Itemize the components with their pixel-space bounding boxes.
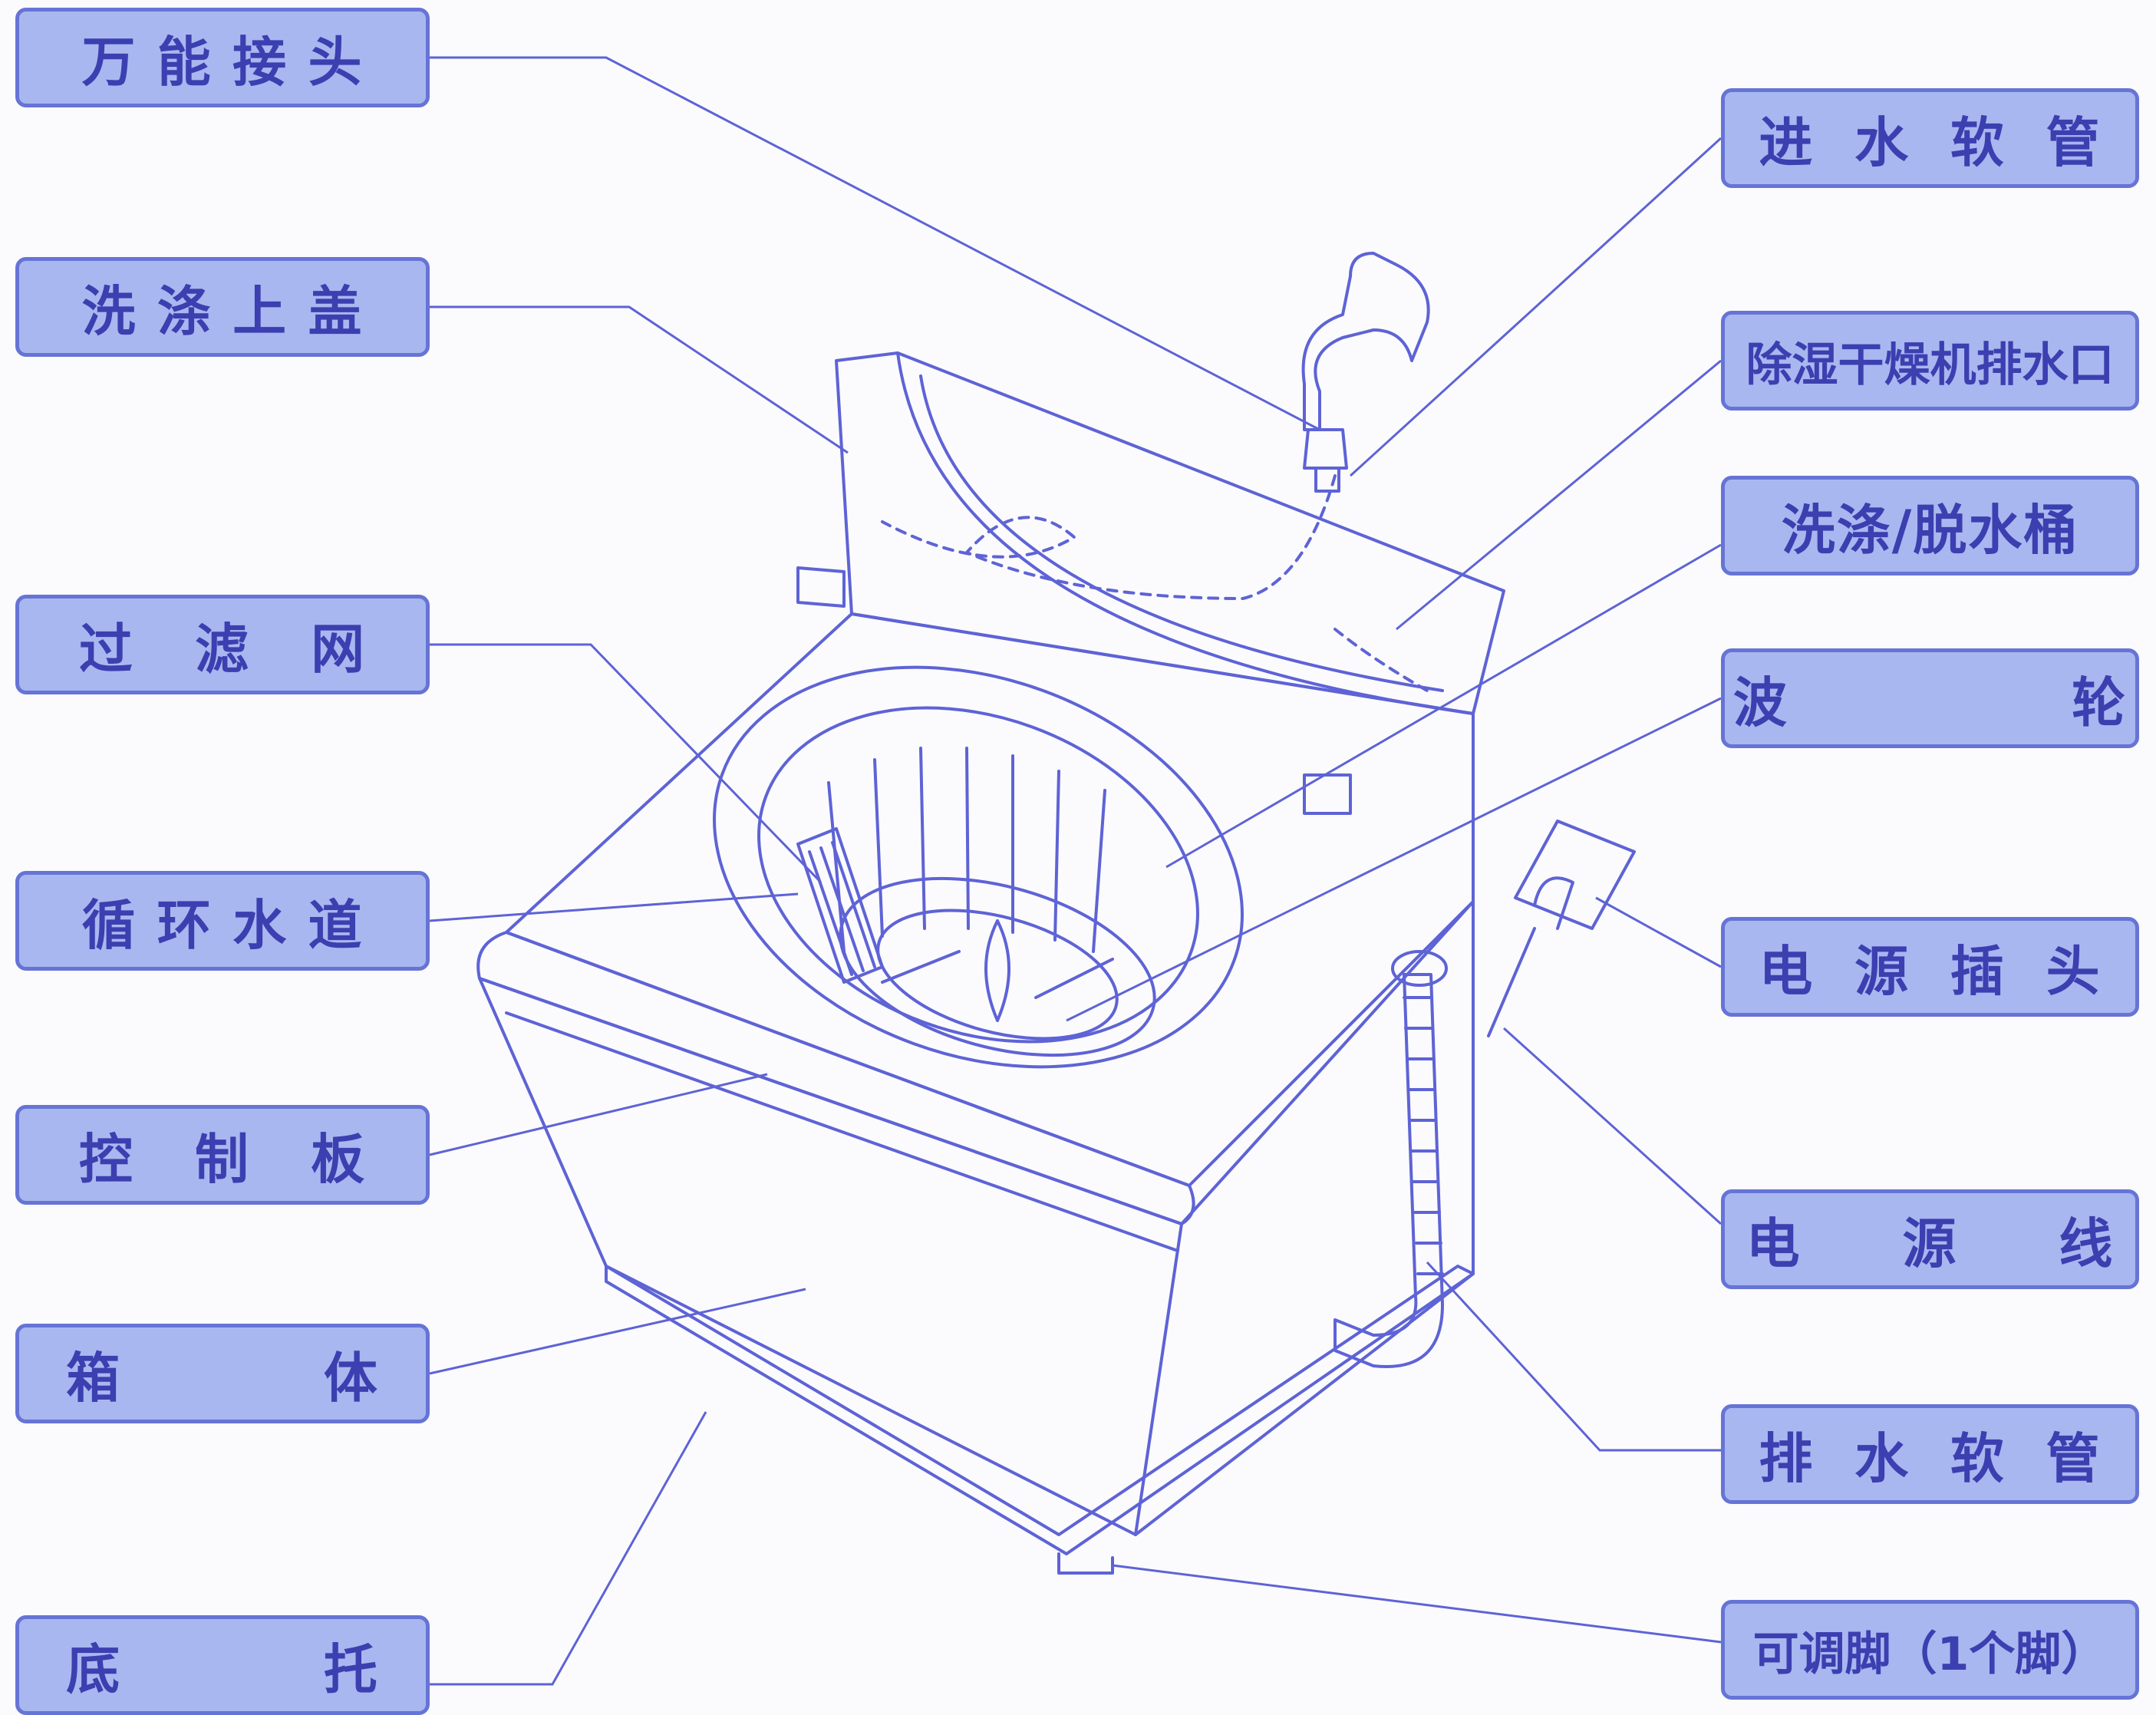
leader-line-power-cord xyxy=(1502,1027,1722,1225)
leader-line-circulation xyxy=(429,892,799,922)
label-cabinet: 箱 体 xyxy=(15,1324,430,1423)
label-power-plug: 电 源 插 头 xyxy=(1721,917,2139,1017)
label-power-cord: 电 源 线 xyxy=(1721,1189,2139,1289)
label-wash-drum: 洗涤/脱水桶 xyxy=(1721,476,2139,576)
label-drain-hose: 排 水 软 管 xyxy=(1721,1404,2139,1504)
leader-line-drain-hose xyxy=(1426,1261,1721,1452)
leader-line-pulsator xyxy=(1066,697,1722,1022)
label-inlet-hose: 进 水 软 管 xyxy=(1721,88,2139,188)
label-adjustable-foot: 可调脚（1个脚） xyxy=(1721,1600,2139,1700)
leader-line-cabinet xyxy=(429,1288,806,1375)
label-control-panel: 控 制 板 xyxy=(15,1105,430,1205)
leader-line-dryer-drain xyxy=(1396,359,1722,631)
label-dryer-drain-port: 除湿干燥机排水口 xyxy=(1721,311,2139,411)
leader-line-adjustable-foot xyxy=(1112,1564,1722,1644)
label-filter: 过 滤 网 xyxy=(15,595,430,694)
label-pulsator: 波 轮 xyxy=(1721,648,2139,748)
leader-line-wash-lid xyxy=(430,305,849,454)
label-wash-lid: 洗 涤 上 盖 xyxy=(15,257,430,357)
leader-line-filter xyxy=(430,643,823,884)
label-base-tray: 底 托 xyxy=(15,1615,430,1715)
leader-line-control-panel xyxy=(429,1073,768,1156)
leader-line-wash-drum xyxy=(1165,543,1722,869)
leader-line-base-tray xyxy=(430,1411,707,1686)
label-circulation-channel: 循 环 水 道 xyxy=(15,871,430,971)
leader-line-inlet-hose xyxy=(1349,137,1722,477)
leader-line-power-plug xyxy=(1595,896,1722,968)
leader-line-universal-joint xyxy=(430,56,1320,431)
washing-machine-drawing xyxy=(476,252,1636,1575)
leader-lines xyxy=(429,56,1722,1686)
label-universal-joint: 万 能 接 头 xyxy=(15,8,430,107)
